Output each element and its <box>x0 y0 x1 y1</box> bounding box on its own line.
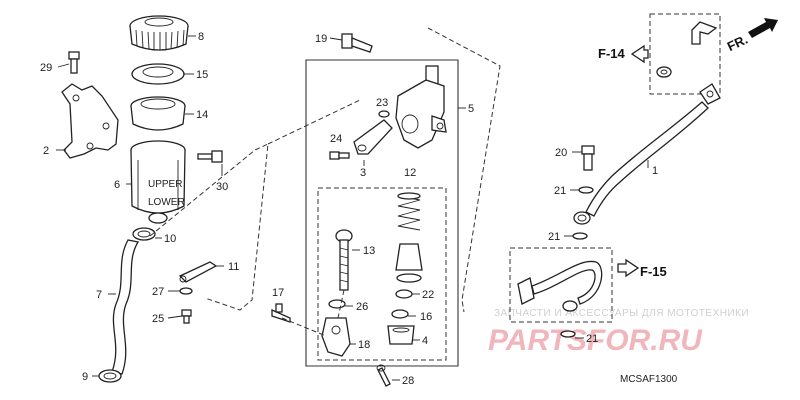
callout-15: 15 <box>196 69 208 81</box>
reservoir-bracket <box>61 83 119 159</box>
cotter-pin-28 <box>376 364 391 387</box>
callout-5: 5 <box>468 103 474 115</box>
banjo-bolt-20 <box>581 145 595 171</box>
callout-8: 8 <box>198 31 204 43</box>
ref-f15: F-15 <box>640 264 667 279</box>
o-ring-23 <box>378 110 390 118</box>
hose-clip-9 <box>98 369 122 383</box>
spring-12 <box>397 192 421 231</box>
callout-10: 10 <box>164 233 176 245</box>
ref-f14: F-14 <box>598 46 626 61</box>
front-label: FR. <box>725 32 750 54</box>
callout-2: 2 <box>43 145 49 157</box>
reservoir-upper-mark: UPPER <box>148 179 182 190</box>
callout-16: 16 <box>420 311 432 323</box>
callout-9: 9 <box>82 371 88 383</box>
clip-11 <box>178 261 218 283</box>
diagram-code: MCSAF1300 <box>620 374 678 385</box>
bolt-30 <box>197 150 223 163</box>
callout-11: 11 <box>228 261 239 273</box>
callout-21-bottom: 21 <box>586 333 598 345</box>
banjo-fitting-mid <box>573 211 591 225</box>
washer-22 <box>395 289 413 299</box>
piston-cup <box>395 243 423 283</box>
callout-14: 14 <box>196 109 208 121</box>
master-cylinder-body <box>395 65 447 149</box>
nut-26 <box>328 299 346 309</box>
bolt-19 <box>341 33 373 53</box>
hose-clip-10 <box>132 227 156 241</box>
watermark-tagline: ЗАПЧАСТИ И АКСЕССУАРЫ ДЛЯ МОТОТЕХНИКИ <box>494 308 749 319</box>
reservoir-lower-mark: LOWER <box>148 197 185 208</box>
clevis-18 <box>321 317 351 357</box>
reservoir-cap <box>129 15 189 51</box>
callout-20: 20 <box>555 147 567 159</box>
diaphragm-plate <box>131 63 185 85</box>
callout-1: 1 <box>652 165 658 177</box>
f15-reference-box <box>509 247 613 323</box>
brake-hose-1 <box>585 83 721 217</box>
callout-3: 3 <box>360 167 366 179</box>
circlip-16 <box>391 309 409 319</box>
bolt-29 <box>68 51 80 74</box>
screw-25 <box>181 309 192 324</box>
boot-4 <box>387 325 415 345</box>
callout-21-top: 21 <box>554 185 566 197</box>
callout-7: 7 <box>96 289 102 301</box>
callout-21-mid: 21 <box>548 231 560 243</box>
clevis-pin-17 <box>271 303 291 323</box>
master-cylinder-box <box>305 59 459 367</box>
callout-4: 4 <box>422 335 428 347</box>
screw-24 <box>329 151 350 160</box>
f14-arrow <box>630 44 649 64</box>
washer-27 <box>179 287 193 295</box>
callout-6: 6 <box>114 179 120 191</box>
callout-17: 17 <box>272 287 284 299</box>
callout-25: 25 <box>152 313 164 325</box>
sealing-washer-21-top <box>578 186 594 194</box>
f15-arrow <box>617 258 640 278</box>
piston-kit-box <box>317 187 447 361</box>
callout-12: 12 <box>404 167 416 179</box>
diaphragm <box>130 96 186 131</box>
front-direction-arrow <box>748 18 778 38</box>
callout-18: 18 <box>358 339 370 351</box>
brake-reservoir: UPPER LOWER <box>130 140 186 224</box>
joint-3 <box>353 119 393 155</box>
callout-24: 24 <box>330 133 342 145</box>
callout-29: 29 <box>40 62 52 74</box>
callout-26: 26 <box>356 301 368 313</box>
banjo-fitting-top <box>656 21 718 78</box>
watermark-site: PARTSFOR.RU <box>488 324 703 357</box>
sealing-washer-21-mid <box>572 232 588 240</box>
sealing-washer-21-bottom <box>560 330 576 338</box>
callout-22: 22 <box>422 289 434 301</box>
reservoir-hose <box>111 239 140 375</box>
push-rod-13 <box>335 229 353 291</box>
callout-23: 23 <box>376 97 388 109</box>
callout-28: 28 <box>402 375 414 387</box>
callout-13: 13 <box>363 245 375 257</box>
brake-pipe-lower <box>517 260 603 312</box>
callout-30: 30 <box>216 181 228 193</box>
callout-19: 19 <box>315 33 327 45</box>
callout-27: 27 <box>152 286 164 298</box>
